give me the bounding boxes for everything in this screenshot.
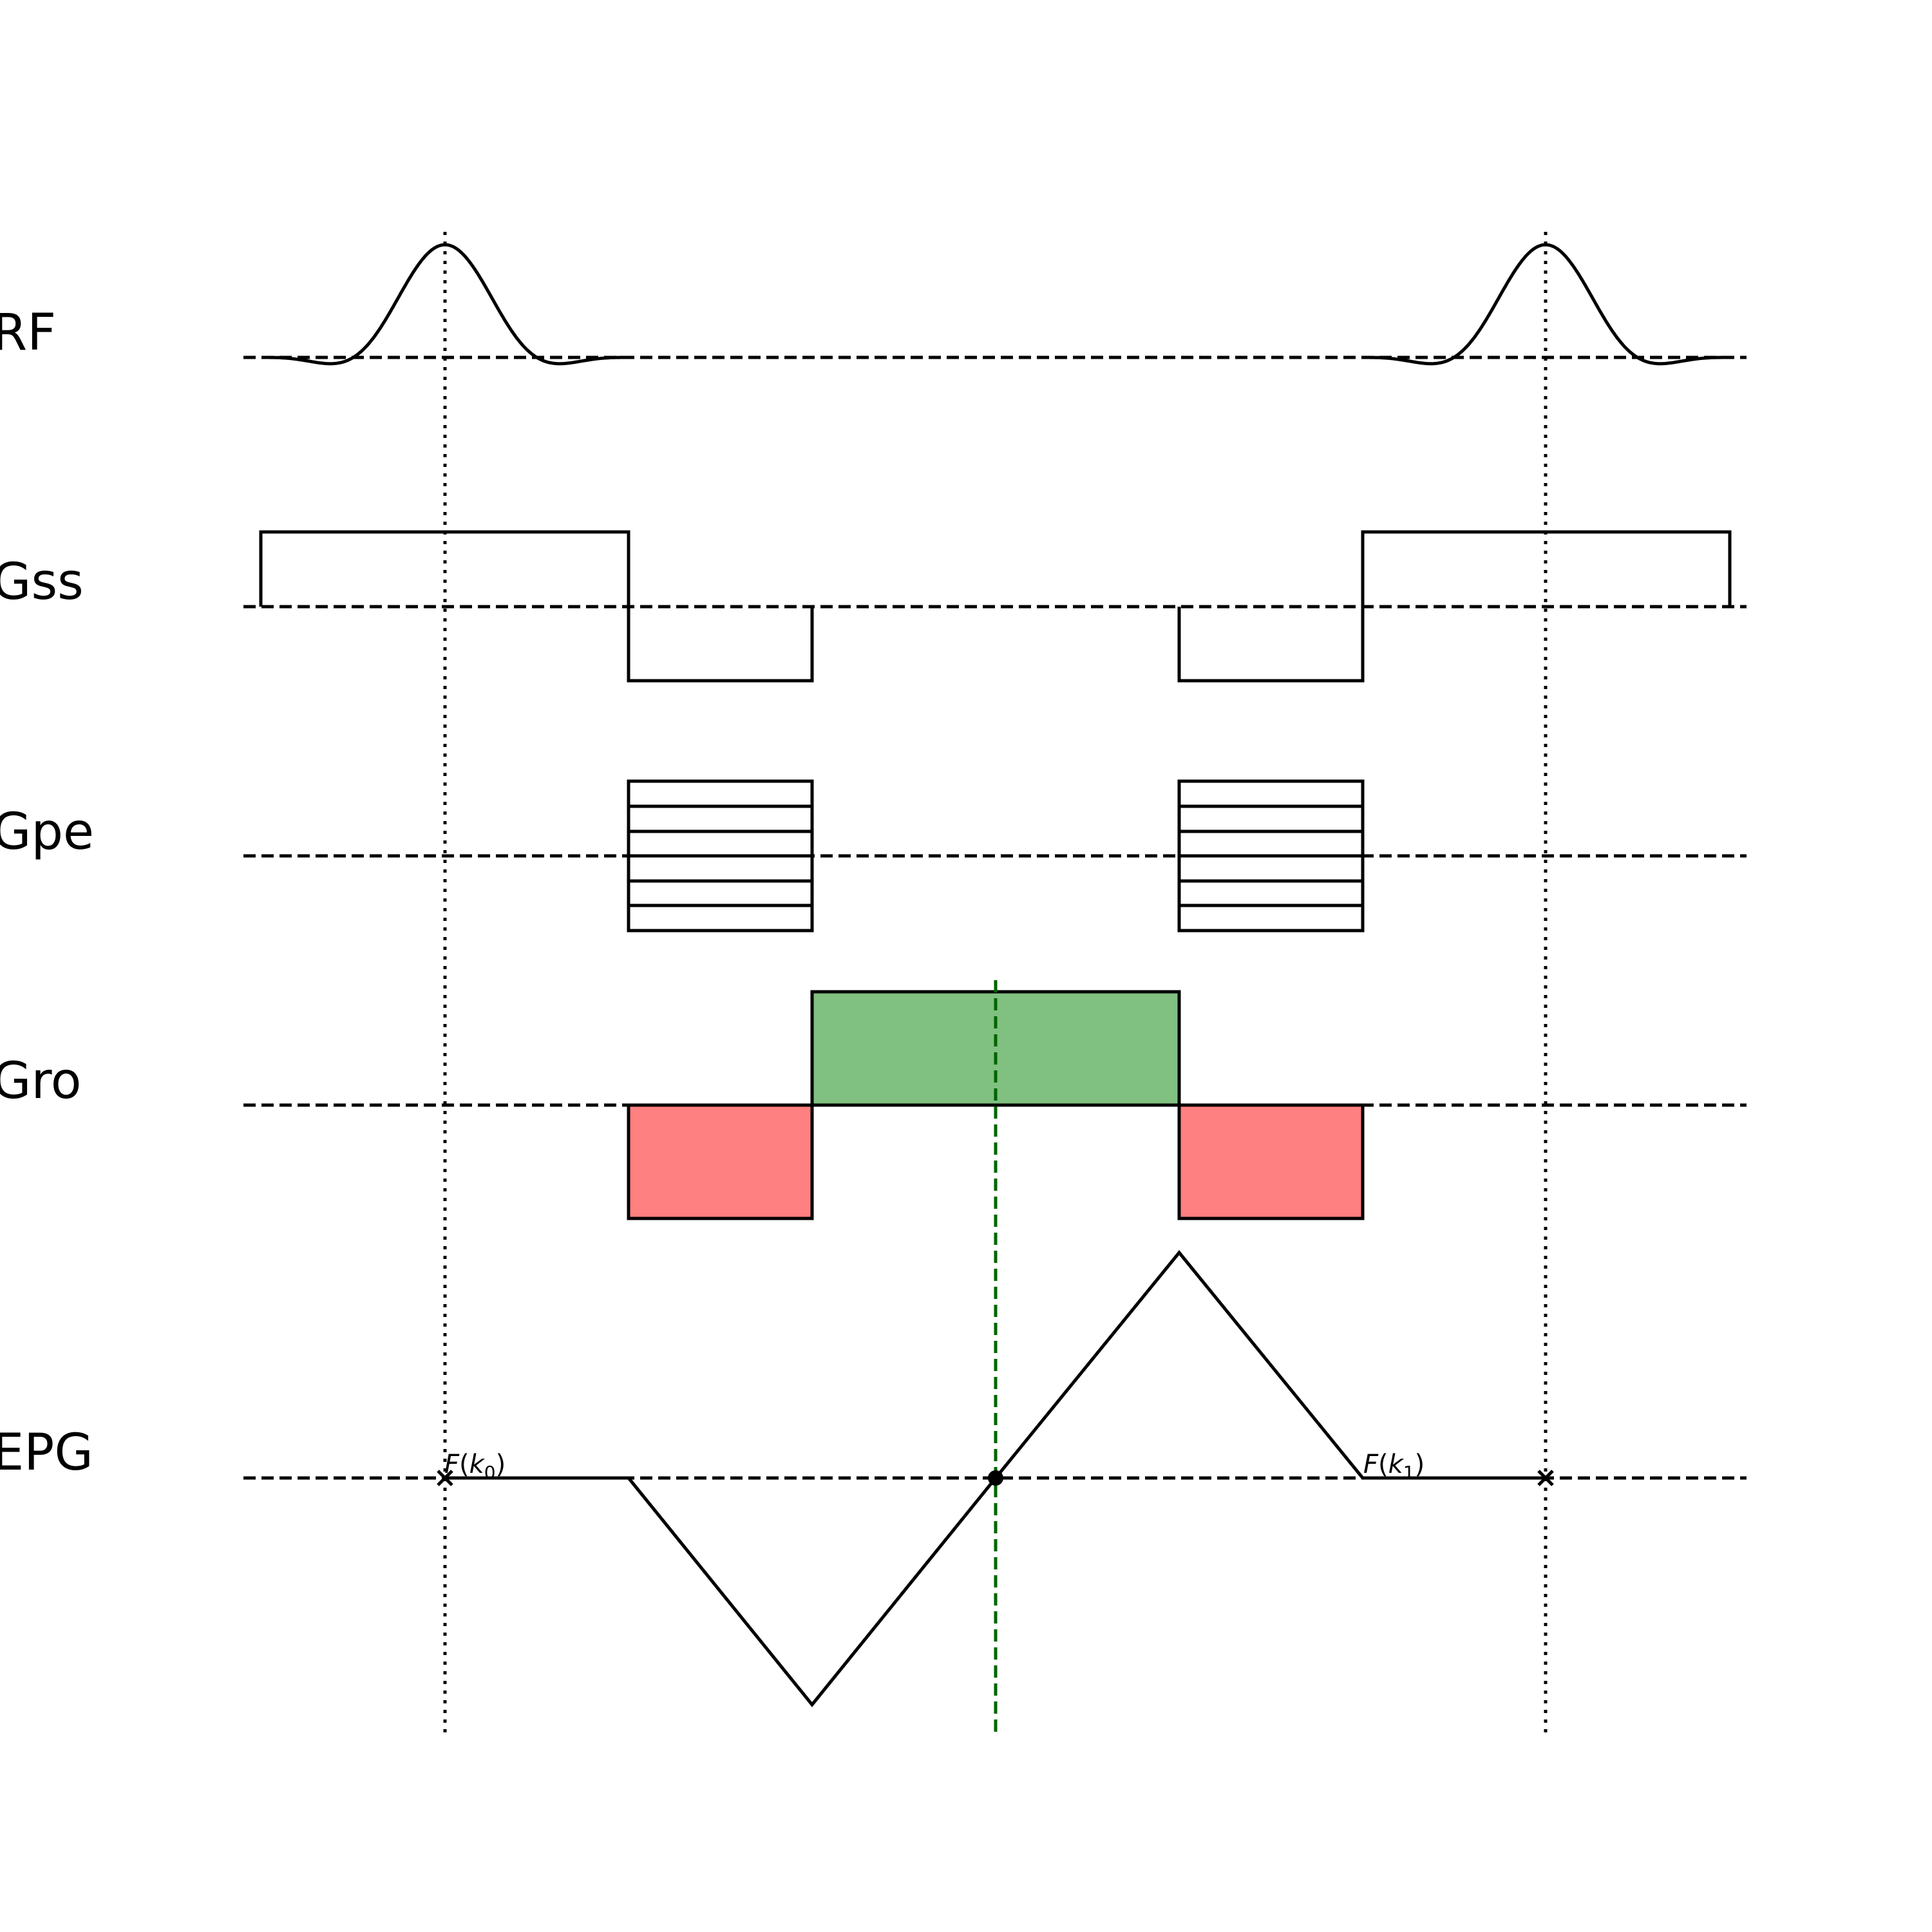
rf-pulse-1 (261, 243, 629, 366)
row-label-epg: EPG (0, 1424, 93, 1482)
gss-waveform-right (1177, 530, 1732, 683)
gpe-phase-table-left (627, 779, 814, 933)
epg-echo-point (988, 1470, 1003, 1486)
row-label-gpe: Gpe (0, 803, 94, 861)
gro-prephaser-lobe-left (627, 1103, 814, 1220)
gro-readout-lobe (810, 990, 1181, 1107)
epg-label-k1: F(k1) (1363, 1450, 1425, 1483)
gss-waveform-left (259, 530, 814, 683)
gpe-phase-table-right (1177, 779, 1365, 933)
epg-state-marker-k0 (437, 1470, 453, 1486)
gro-rewinder-lobe-right (1177, 1103, 1365, 1220)
epg-label-k0: F(k0) (444, 1450, 506, 1483)
epg-state-marker-k1 (1537, 1470, 1554, 1486)
row-label-gss: Gss (0, 553, 84, 611)
rf-pulse-2 (1362, 243, 1729, 366)
row-label-gro: Gro (0, 1052, 82, 1110)
row-label-rf: RF (0, 304, 56, 362)
